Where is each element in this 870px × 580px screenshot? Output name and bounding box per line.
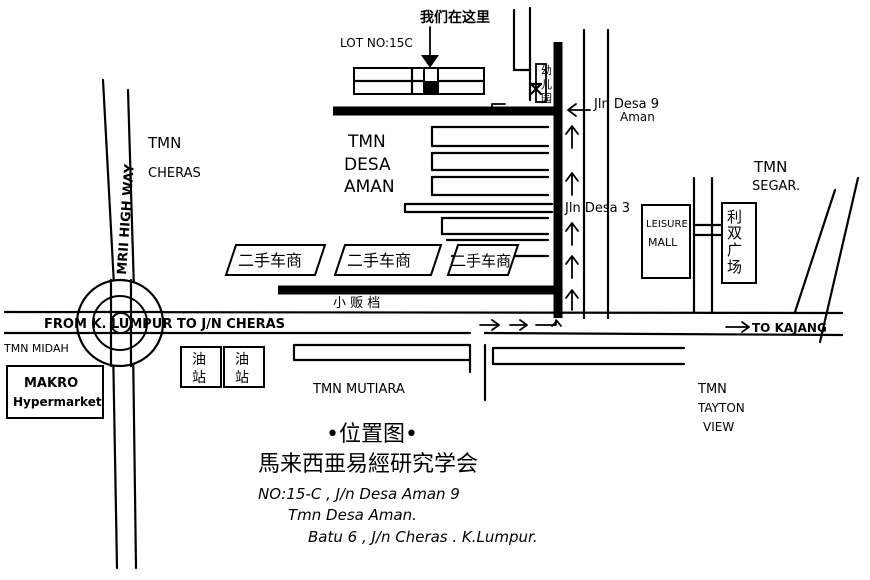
to-kajang-label: TO KAJANG [752, 321, 827, 335]
kindergarten-label-2: 儿 [541, 78, 552, 91]
used-car-label-3: 二手车商 [451, 252, 511, 270]
tmn-midah-label: TMN MIDAH [3, 342, 69, 355]
tmn-desa-aman-label-2: DESA [344, 155, 391, 175]
tmn-tayton-label: TMN [697, 382, 727, 397]
mrii-highway-label: MRII HIGH WAY [115, 163, 138, 275]
tmn-cheras-label-2: CHERAS [148, 166, 201, 181]
kindergarten-label-1: 幼 [541, 64, 552, 77]
petrol-label-1a: 油 [192, 352, 206, 368]
used-car-label-1: 二手车商 [238, 251, 302, 270]
makro-label-2: Hypermarket [13, 395, 102, 409]
petrol-label-2a: 油 [235, 352, 249, 368]
plaza-label-3: 广 [727, 241, 742, 259]
leisure-mall-label-2: MALL [648, 236, 678, 249]
lower-road-blocks [292, 343, 686, 402]
here-arrow-icon [421, 26, 439, 68]
here-label: 我们在这里 [420, 9, 490, 26]
east-roads [582, 28, 860, 344]
leisure-mall-label: LEISURE [646, 219, 688, 230]
tmn-tayton-label-2: TAYTON [697, 401, 745, 415]
jln-desa-9-road [278, 42, 563, 318]
leisure-mall-block [641, 204, 691, 279]
plaza-label-2: 双 [727, 224, 742, 242]
tmn-desa-aman-label: TMN [347, 132, 386, 152]
address-line-3: Batu 6 , J/n Cheras . K.Lumpur. [308, 528, 538, 546]
tmn-desa-aman-label-3: AMAN [344, 177, 395, 197]
tmn-tayton-label-3: VIEW [703, 420, 734, 434]
petrol-label-1b: 站 [192, 370, 206, 386]
roundabout [75, 278, 165, 368]
used-car-dealers [224, 244, 520, 276]
mrii-highway [101, 78, 138, 570]
makro-label: MAKRO [24, 376, 78, 391]
petrol-label-2b: 站 [235, 370, 249, 386]
address-line-1: NO:15-C , J/n Desa Aman 9 [258, 485, 460, 503]
address-line-2: Tmn Desa Aman. [288, 506, 417, 524]
tmn-segar-label-2: SEGAR. [752, 179, 800, 194]
jln-desa-9-label: Jln Desa 9 [593, 97, 659, 112]
hawker-stall-label: 小 贩 档 [333, 296, 380, 311]
plaza-label-1: 利 [727, 208, 742, 226]
kindergarten-block [512, 6, 547, 103]
kindergarten-label-3: 园 [541, 92, 552, 105]
petrol-stations [180, 346, 265, 388]
makro-block [6, 365, 104, 419]
main-road-label: FROM K. LUMPUR TO J/N CHERAS [44, 317, 285, 332]
taman-desa-aman-rows [430, 125, 550, 258]
jln-desa-9-label-2: Aman [620, 110, 655, 124]
tmn-mutiara-label: TMN MUTIARA [312, 382, 405, 397]
tmn-cheras-label: TMN [147, 134, 181, 152]
plaza-label-4: 场 [727, 258, 742, 276]
organization-name: 馬来西亜易經研究学会 [258, 452, 478, 477]
direction-arrows-icon [479, 103, 750, 333]
used-car-label-2: 二手车商 [347, 251, 411, 270]
lot-15c-block [352, 66, 486, 96]
lot-label: LOT NO:15C [340, 36, 413, 50]
map-title: •位置图• [326, 422, 418, 447]
jln-desa-3-label: Jln Desa 3 [564, 201, 630, 216]
tmn-segar-label: TMN [753, 158, 787, 176]
plaza-block [721, 202, 757, 284]
